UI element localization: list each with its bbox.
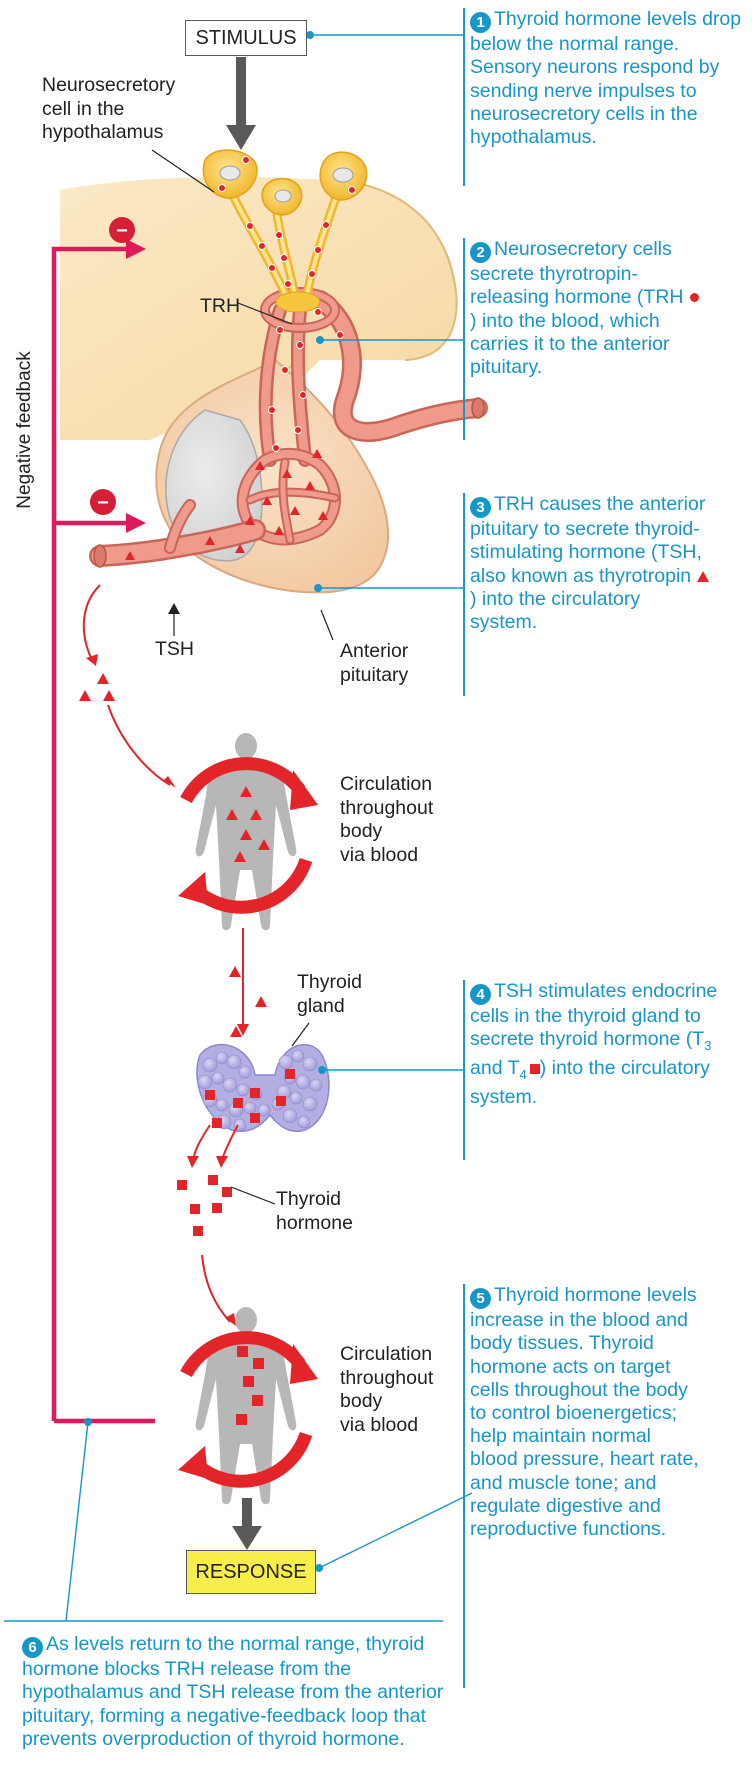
tsh-molecules-free bbox=[79, 673, 115, 701]
tsh-flow-arrows bbox=[84, 585, 170, 785]
thyroid-hormone-label: Thyroid hormone bbox=[276, 1188, 353, 1235]
tsh-triangle-icon bbox=[697, 571, 709, 582]
step-2-body-end: ) into the blood, which carries it to th… bbox=[470, 310, 669, 378]
stimulus-box: STIMULUS bbox=[185, 20, 307, 56]
label-line: body bbox=[340, 1390, 433, 1414]
label-line: via blood bbox=[340, 844, 433, 868]
step-3-body-end: ) into the circulatory system. bbox=[470, 588, 640, 633]
vessel-opening-right bbox=[472, 398, 484, 418]
neurosecretory-cell-label: Neurosecretory cell in the hypothalamus bbox=[42, 74, 175, 145]
step-1-number: 1 bbox=[470, 12, 491, 33]
thyroid-gland-label: Thyroid gland bbox=[297, 971, 362, 1018]
step-4-number: 4 bbox=[470, 984, 491, 1005]
t3-subscript: 3 bbox=[704, 1038, 711, 1053]
step-4-body-start: TSH stimulates endocrine cells in the th… bbox=[470, 980, 717, 1050]
response-box: RESPONSE bbox=[186, 1550, 316, 1594]
step-6-body: As levels return to the normal range, th… bbox=[22, 1633, 443, 1750]
step-2-body-start: Neurosecretory cells secrete thyrotropin… bbox=[470, 238, 689, 308]
label-line: throughout bbox=[340, 797, 433, 821]
stimulus-down-arrow bbox=[226, 57, 256, 150]
step-5-number: 5 bbox=[470, 1288, 491, 1309]
step-3-body-start: TRH causes the anterior pituitary to sec… bbox=[470, 493, 705, 587]
step-5-body: Thyroid hormone levels increase in the b… bbox=[470, 1284, 699, 1540]
label-line: Circulation bbox=[340, 1343, 433, 1367]
step-3-number: 3 bbox=[470, 497, 491, 518]
label-line: pituitary bbox=[340, 664, 408, 688]
minus-circle-hypothalamus: − bbox=[109, 217, 135, 243]
tsh-molecules-to-thyroid bbox=[229, 966, 267, 1037]
trh-label: TRH bbox=[200, 295, 240, 319]
label-line: via blood bbox=[340, 1414, 433, 1438]
label-line: body bbox=[340, 820, 433, 844]
thyroid-hormone-molecules-free bbox=[177, 1175, 232, 1236]
step-2-number: 2 bbox=[470, 242, 491, 263]
feedback-arrowhead-pituitary bbox=[126, 513, 146, 533]
response-down-arrow bbox=[232, 1498, 262, 1550]
label-line: gland bbox=[297, 995, 362, 1019]
stimulus-text: STIMULUS bbox=[195, 27, 296, 50]
minus-circle-pituitary: − bbox=[90, 489, 116, 515]
label-line: Circulation bbox=[340, 773, 433, 797]
anterior-pituitary-label: Anterior pituitary bbox=[340, 640, 408, 687]
response-text: RESPONSE bbox=[195, 1561, 306, 1584]
label-line: Thyroid bbox=[297, 971, 362, 995]
step-5-bracket bbox=[463, 1284, 465, 1688]
minus-sign: − bbox=[97, 492, 109, 514]
thyroid-hormone-square-icon bbox=[530, 1064, 540, 1074]
t4-subscript: 4 bbox=[520, 1067, 527, 1082]
vessel-opening-left bbox=[94, 545, 106, 567]
negative-feedback-label: Negative feedback bbox=[14, 351, 35, 509]
circulation-label-2: Circulation throughout body via blood bbox=[340, 1343, 433, 1437]
label-line: hypothalamus bbox=[42, 121, 175, 145]
step-3-bracket bbox=[463, 493, 465, 696]
step-4-bracket bbox=[463, 980, 465, 1160]
label-line: Anterior bbox=[340, 640, 408, 664]
step-1-bracket bbox=[463, 8, 465, 186]
label-line: Thyroid bbox=[276, 1188, 353, 1212]
step-6-number: 6 bbox=[22, 1637, 43, 1658]
label-line: cell in the bbox=[42, 98, 175, 122]
circulation-label-1: Circulation throughout body via blood bbox=[340, 773, 433, 867]
step-2-bracket bbox=[463, 238, 465, 440]
label-line: throughout bbox=[340, 1367, 433, 1391]
minus-sign: − bbox=[116, 220, 128, 242]
label-line: Neurosecretory bbox=[42, 74, 175, 98]
label-line: hormone bbox=[276, 1212, 353, 1236]
tsh-label: TSH bbox=[155, 638, 194, 662]
step-4-body-mid: and T bbox=[470, 1057, 520, 1079]
trh-dot-icon bbox=[689, 292, 700, 303]
step-1-body: Thyroid hormone levels drop below the no… bbox=[470, 8, 741, 148]
